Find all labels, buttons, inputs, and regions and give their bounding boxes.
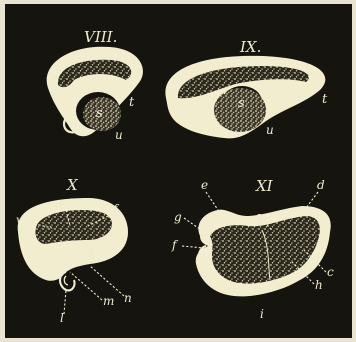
- figure-viii-numeral: VIII.: [84, 28, 117, 46]
- figure-xi-label-g: g: [174, 210, 182, 224]
- figure-x-label-v: v: [16, 213, 23, 227]
- figure-viii-label-t: t: [129, 95, 135, 110]
- figure-viii-label-u: u: [115, 128, 123, 142]
- figure-xi-label-K: K: [255, 212, 266, 226]
- figure-xi-label-i: i: [260, 307, 264, 321]
- figure-xi-numeral: XI: [255, 177, 274, 195]
- figure-x-label-l: l: [60, 311, 64, 325]
- figure-x-label-m: m: [103, 294, 114, 308]
- figure-x-label-n: n: [124, 291, 132, 305]
- plate-background: [5, 4, 352, 338]
- figure-xi-label-c: c: [327, 265, 334, 279]
- figure-xi-label-h: h: [315, 278, 323, 292]
- figure-x-numeral: X: [66, 176, 79, 194]
- figure-xi-label-e: e: [201, 178, 208, 192]
- figure-xi-label-d: d: [317, 178, 325, 192]
- figure-ix-label-u: u: [266, 123, 274, 137]
- figure-viii-label-s: s: [96, 106, 103, 121]
- figure-ix-label-t: t: [322, 92, 328, 107]
- figure-ix-label-s: s: [238, 96, 245, 111]
- figure-ix-numeral: IX.: [239, 38, 261, 56]
- figure-x-label-q: q: [86, 245, 94, 259]
